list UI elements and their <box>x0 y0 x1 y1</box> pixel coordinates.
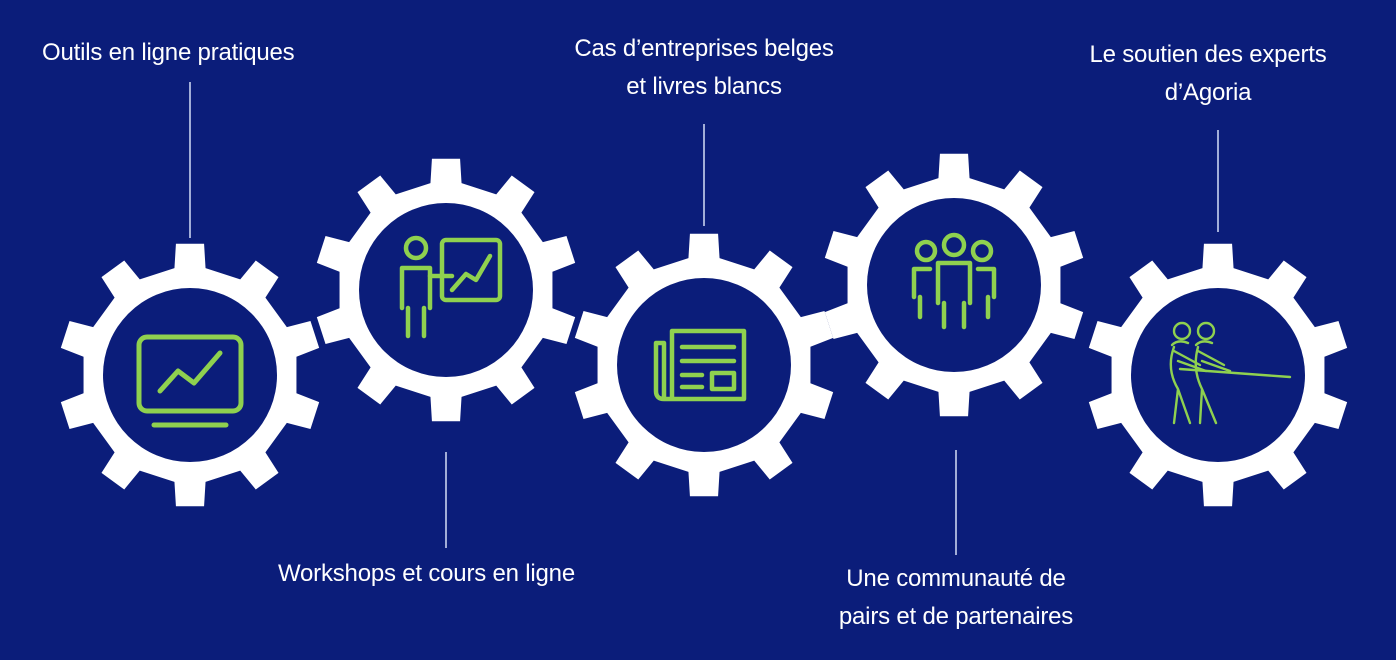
presenter-chart-icon <box>399 235 503 339</box>
step-label-4: Une communauté de pairs et de partenaire… <box>806 560 1106 636</box>
gear-4 <box>824 153 1084 417</box>
gear-4-hub <box>867 198 1041 372</box>
step-label-4-line-2: pairs et de partenaires <box>838 603 1074 630</box>
step-label-5-line-1: Le soutien des experts <box>1089 41 1327 68</box>
step-label-5: Le soutien des experts d’Agoria <box>1058 36 1358 112</box>
gear-2-hub <box>359 203 533 377</box>
connectors <box>189 82 1219 555</box>
gear-3 <box>574 233 834 497</box>
step-label-3: Cas d’entreprises belges et livres blanc… <box>554 30 854 106</box>
gear-1 <box>60 243 320 507</box>
step-label-2: Workshops et cours en ligne <box>278 555 575 593</box>
gear-3-hub <box>617 278 791 452</box>
monitor-chart-icon <box>136 334 244 428</box>
step-label-5-line-2: d’Agoria <box>1164 79 1252 106</box>
gear-2 <box>316 158 576 422</box>
step-label-3-line-2: et livres blancs <box>626 73 782 100</box>
newspaper-icon <box>653 328 747 402</box>
step-label-4-line-1: Une communauté de <box>846 565 1066 592</box>
gear-5 <box>1088 243 1348 507</box>
step-label-2-line-1: Workshops et cours en ligne <box>278 560 575 587</box>
step-label-1: Outils en ligne pratiques <box>42 34 295 72</box>
step-label-3-line-1: Cas d’entreprises belges <box>574 35 834 62</box>
tug-of-war-icon <box>1169 321 1292 425</box>
step-label-1-line-1: Outils en ligne pratiques <box>42 39 295 66</box>
community-icon <box>911 232 997 330</box>
gear-1-hub <box>103 288 277 462</box>
